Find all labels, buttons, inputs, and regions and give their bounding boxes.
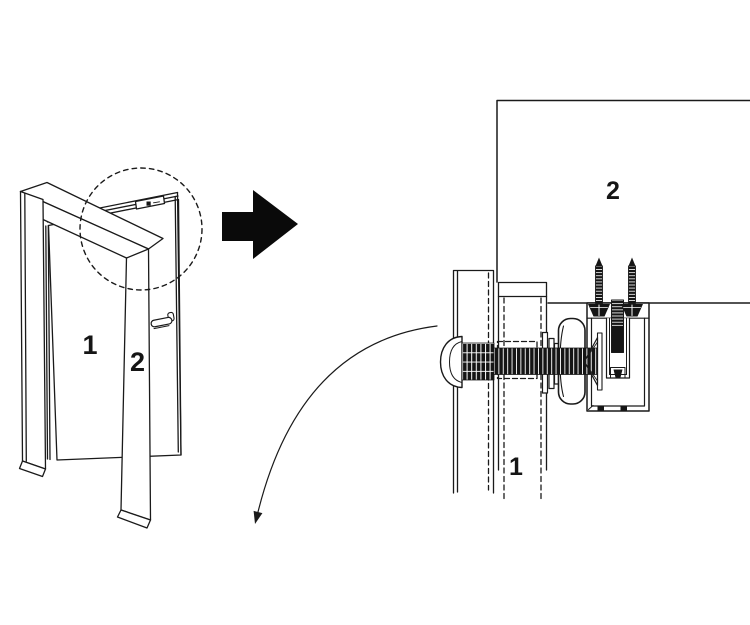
doorway-reveal-lines bbox=[45, 224, 51, 461]
wood-screw-right bbox=[621, 257, 643, 317]
detail-panel-label: 2 bbox=[606, 177, 620, 205]
countersink-cone bbox=[583, 336, 599, 387]
door-edge-band bbox=[116, 247, 152, 529]
detail-frame-profile bbox=[452, 269, 548, 503]
frame-left-jamb bbox=[18, 190, 47, 478]
overview-door-label: 2 bbox=[130, 347, 145, 377]
right-arrow-icon bbox=[222, 190, 298, 259]
dashed-callout-circle bbox=[79, 167, 203, 291]
connecting-bolt bbox=[439, 332, 603, 391]
curved-swing-arrow-icon bbox=[253, 325, 438, 524]
wood-screw-left bbox=[588, 257, 610, 317]
detail-view-illustration: 2 1 bbox=[253, 99, 750, 524]
frame-head bbox=[19, 181, 164, 259]
top-edge-fitting bbox=[134, 195, 166, 210]
detail-panel bbox=[496, 99, 750, 304]
threaded-rod bbox=[611, 299, 624, 353]
detail-frame-label: 1 bbox=[509, 453, 523, 481]
barrel-nut bbox=[610, 367, 626, 379]
door-handle bbox=[150, 311, 175, 330]
overview-frame-label: 1 bbox=[82, 330, 97, 360]
door-overview-illustration: 1 2 bbox=[18, 167, 203, 529]
